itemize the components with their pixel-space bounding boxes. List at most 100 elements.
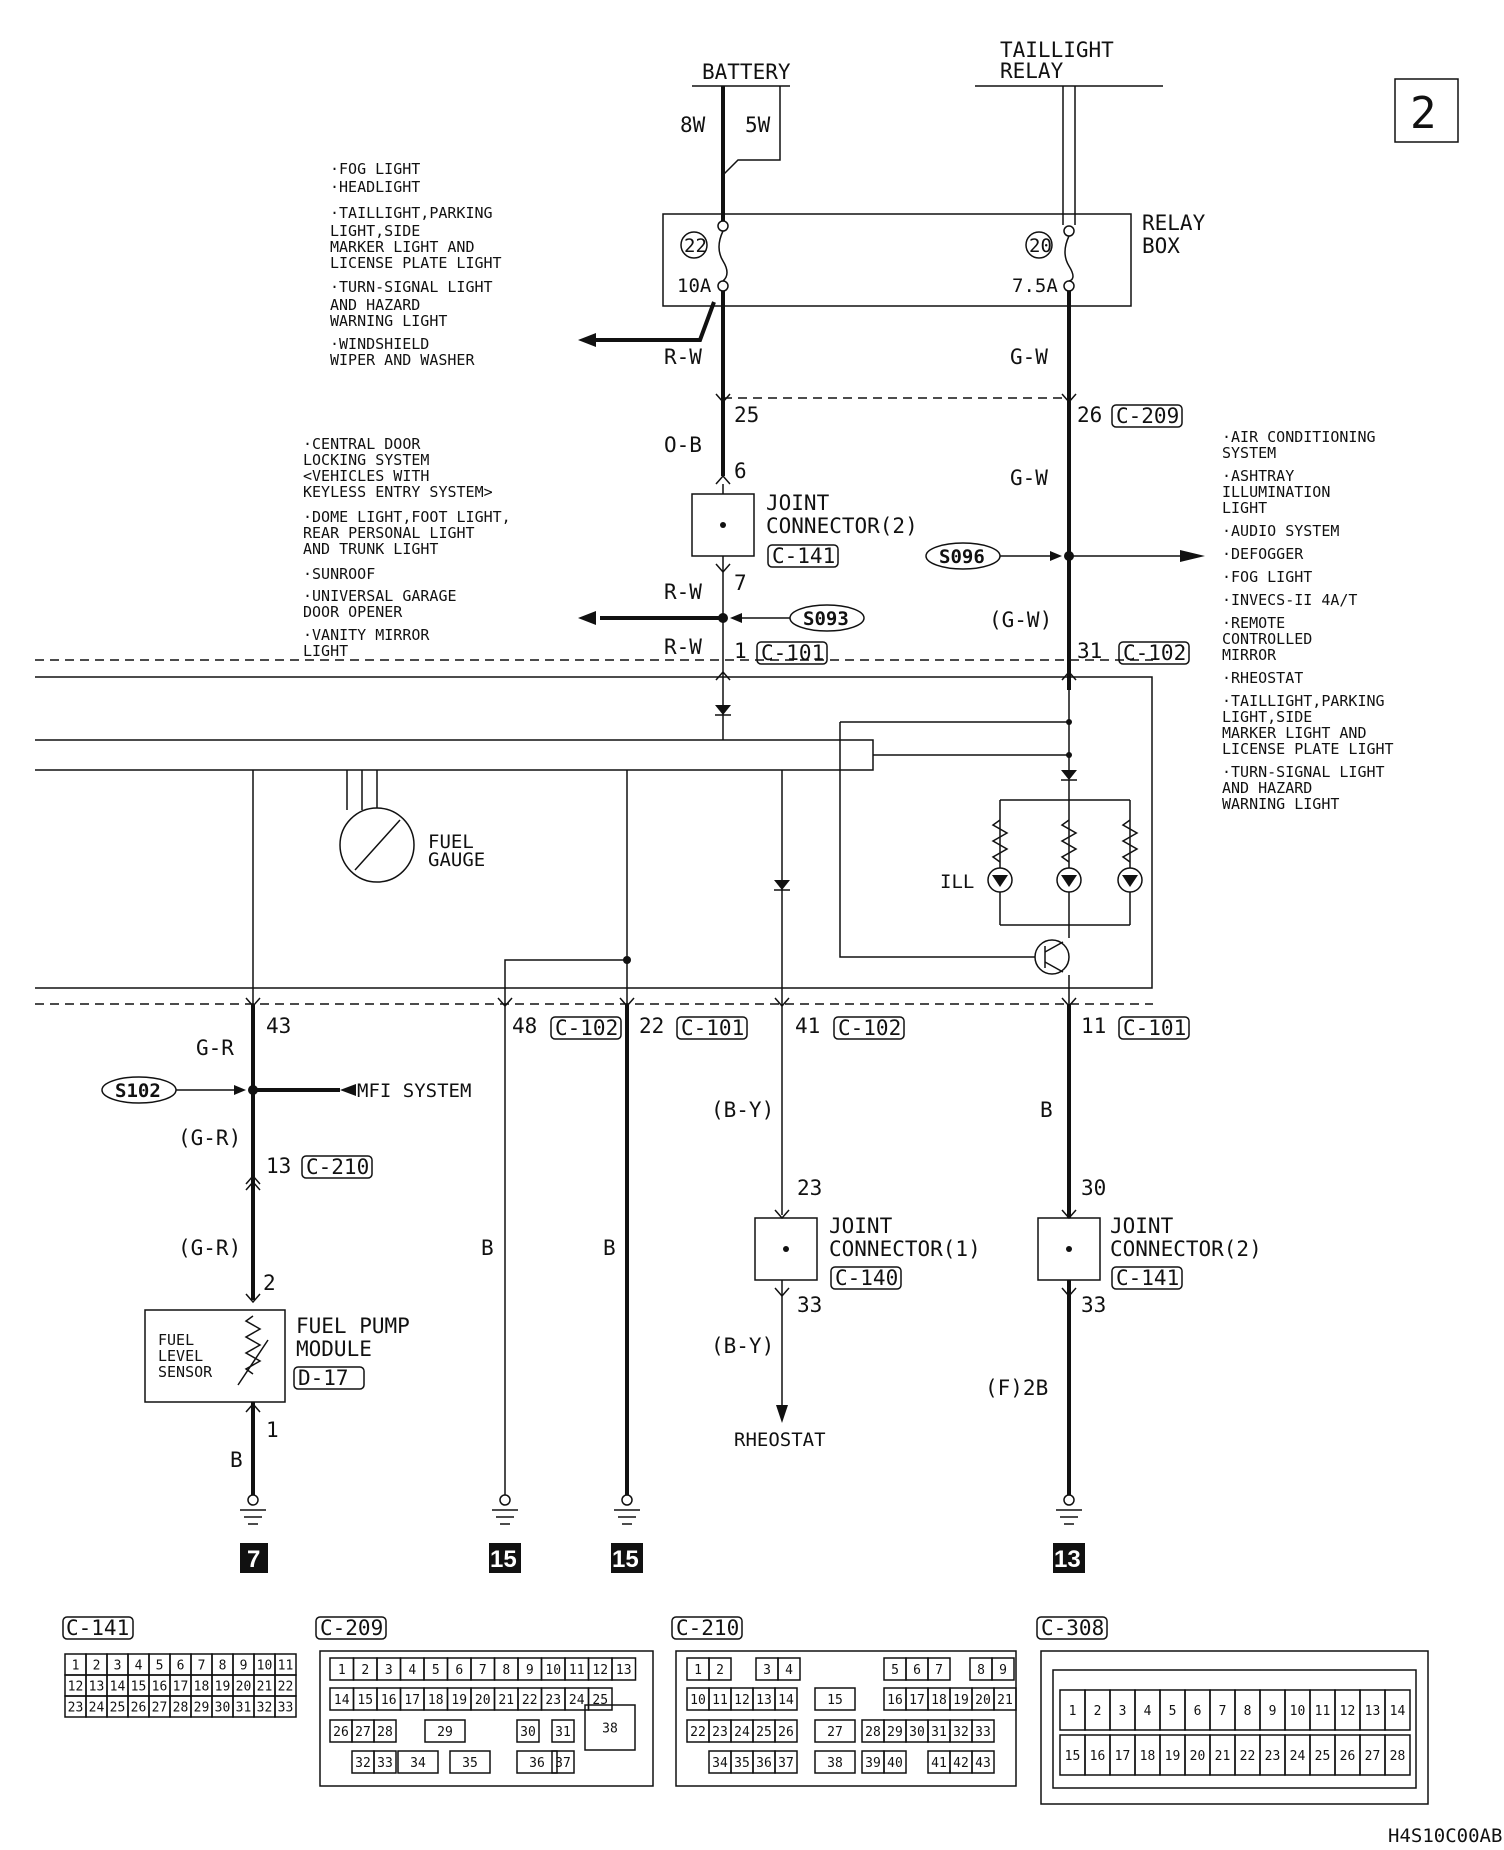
jc2-bot-label-2: CONNECTOR(2) <box>1110 1237 1262 1261</box>
c209-view-label: C-209 <box>320 1616 383 1640</box>
c210-pin-11: 11 <box>712 1693 728 1708</box>
c209-pin-34-cell <box>397 1750 439 1774</box>
c308-pin-4: 4 <box>1144 1704 1152 1719</box>
c210-tag: C-210 <box>306 1155 369 1179</box>
c141-pin-12: 12 <box>68 1680 84 1695</box>
c209-pin-8: 8 <box>502 1663 510 1678</box>
pin-26-marker <box>1061 393 1077 404</box>
rheostat-label: RHEOSTAT <box>734 1429 826 1451</box>
ground-15a-number: 15 <box>490 1546 517 1573</box>
c210-pin-9-cell <box>991 1657 1015 1681</box>
wire-rw-3-label: R-W <box>664 635 702 659</box>
c209-pin-1: 1 <box>338 1663 346 1678</box>
c141-pin-9: 9 <box>240 1659 248 1674</box>
c210-pin-37-cell <box>774 1750 798 1774</box>
jc1-label-1: JOINT <box>829 1214 893 1238</box>
c210-pin-7-cell <box>927 1657 951 1681</box>
c209-pin-30: 30 <box>520 1725 536 1740</box>
wire-gr-paren-1-label: (G-R) <box>178 1126 241 1150</box>
c209-pin-23: 23 <box>545 1693 561 1708</box>
c210-pin-25: 25 <box>756 1725 772 1740</box>
c101-top-tag-box <box>756 641 828 665</box>
wire-gw-paren-label: (G-W) <box>989 608 1052 632</box>
c210-pin-14-cell <box>774 1687 798 1711</box>
c210-pin-34: 34 <box>712 1756 728 1771</box>
rheostat-arrow <box>776 1405 788 1423</box>
c210-pin-12: 12 <box>734 1693 750 1708</box>
c102-top-tag: C-102 <box>1123 641 1186 665</box>
c141-pin-33: 33 <box>278 1701 294 1716</box>
drawing-code: H4S10C00AB <box>1388 1825 1502 1847</box>
c308-pin-1: 1 <box>1069 1704 1077 1719</box>
fuel-gauge-needle <box>354 819 401 871</box>
c209-pin-3: 3 <box>385 1663 393 1678</box>
c102-bottom-tag-box <box>833 1016 905 1040</box>
c141-view-tag-box <box>62 1616 134 1640</box>
diode-right <box>1061 770 1077 780</box>
ill-led-1-symbol <box>992 875 1008 887</box>
c209-pin-18: 18 <box>428 1693 444 1708</box>
c209-pin-36: 36 <box>529 1756 545 1771</box>
list-mid-left-4: ·DOME LIGHT,FOOT LIGHT, <box>303 508 511 526</box>
c209-pin-11: 11 <box>569 1663 585 1678</box>
b48-internal <box>504 959 627 1004</box>
c210-pin-37: 37 <box>778 1756 794 1771</box>
mfi-label: MFI SYSTEM <box>357 1080 471 1102</box>
list-right-13: ·TAILLIGHT,PARKING <box>1222 692 1385 710</box>
pin-6: 6 <box>734 459 747 483</box>
c308-pin-12: 12 <box>1340 1704 1356 1719</box>
c210-pin-15: 15 <box>827 1693 843 1708</box>
joint-connector-2-bottom-dot <box>1066 1246 1072 1252</box>
c308-pin-18: 18 <box>1140 1749 1156 1764</box>
jc2-top-label-2: CONNECTOR(2) <box>766 514 918 538</box>
c210-pin-29: 29 <box>887 1725 903 1740</box>
c210-pin-38-cell <box>814 1750 856 1774</box>
joint-connector-1-dot <box>783 1246 789 1252</box>
c210-pin-8: 8 <box>977 1663 985 1678</box>
splice-s096-label: S096 <box>939 546 985 568</box>
c210-pin-3: 3 <box>763 1663 771 1678</box>
c209-pin-15: 15 <box>357 1693 373 1708</box>
d17-tag: D-17 <box>298 1366 349 1390</box>
list-right-8: ·INVECS-II 4A/T <box>1222 591 1357 609</box>
c210-pin-33: 33 <box>975 1725 991 1740</box>
c141-pin-16: 16 <box>152 1680 168 1695</box>
s102-pointer-head <box>234 1085 246 1095</box>
relay-box-label-2: BOX <box>1142 234 1180 258</box>
list-top-left-9: ·WINDSHIELD <box>330 335 429 353</box>
c209-pin-38-cell <box>584 1704 636 1751</box>
ground-15b-number: 15 <box>612 1546 639 1573</box>
list-mid-left-3: KEYLESS ENTRY SYSTEM> <box>303 483 493 501</box>
c209-tag: C-209 <box>1116 404 1179 428</box>
list-right-18: AND HAZARD <box>1222 779 1312 797</box>
c209-pin-24: 24 <box>569 1693 585 1708</box>
c209-pin-37: 37 <box>555 1756 571 1771</box>
c210-pin-42: 42 <box>953 1756 969 1771</box>
c141-pin-18: 18 <box>194 1680 210 1695</box>
list-mid-left-7: ·SUNROOF <box>303 565 375 583</box>
c141-pin-33-cell <box>274 1695 297 1718</box>
c210-pin-14: 14 <box>778 1693 794 1708</box>
c141-pin-4: 4 <box>135 1659 143 1674</box>
c141-bottom-tag: C-141 <box>1116 1266 1179 1290</box>
s096-pointer-head <box>1050 551 1062 561</box>
page-number-box <box>1394 78 1459 143</box>
wire-gr-label: G-R <box>196 1036 234 1060</box>
node-1 <box>1066 752 1072 758</box>
list-right-12: ·RHEOSTAT <box>1222 669 1303 687</box>
sensor-label-1: FUEL <box>158 1331 194 1349</box>
c101-bottom-tag-box <box>1118 1016 1190 1040</box>
c101-mid-tag: C-101 <box>681 1016 744 1040</box>
c210-pin-39: 39 <box>865 1756 881 1771</box>
branch-arrow-mid-left <box>578 611 596 625</box>
fuse-22-bottom-terminal <box>717 280 729 292</box>
c209-pin-38: 38 <box>602 1722 618 1737</box>
list-mid-left-11: LIGHT <box>303 642 348 660</box>
list-right-1: SYSTEM <box>1222 444 1276 462</box>
c210-pin-15-cell <box>814 1687 856 1711</box>
c308-pin-6: 6 <box>1194 1704 1202 1719</box>
meter-outline <box>35 676 1153 989</box>
fuel-gauge-label-2: GAUGE <box>428 849 485 871</box>
c141-pin-21: 21 <box>257 1680 273 1695</box>
c209-pin-16: 16 <box>381 1693 397 1708</box>
